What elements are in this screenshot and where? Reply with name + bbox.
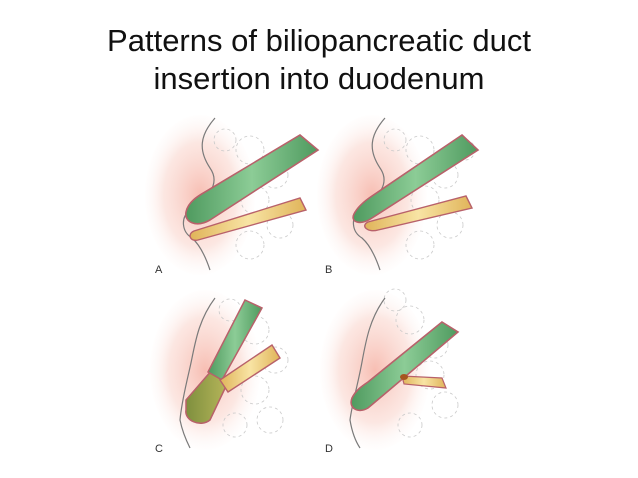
duodenal-wall-outline <box>179 297 216 449</box>
pancreatic-duct <box>219 344 281 393</box>
pancreatic-duct-orifice <box>400 374 408 380</box>
panel-a: A <box>145 115 320 276</box>
panel-label-a: A <box>155 264 163 276</box>
panel-c: C <box>150 290 289 455</box>
slide-title-line-2: insertion into duodenum <box>153 61 485 96</box>
slide-title-line-1: Patterns of biliopancreatic duct <box>107 23 531 58</box>
bile-duct <box>350 321 460 412</box>
bile-duct <box>185 134 320 225</box>
duodenal-wall-glow <box>317 115 427 275</box>
pancreatic-duct <box>401 375 447 389</box>
panel-label-d: D <box>325 443 333 455</box>
common-channel <box>185 368 229 424</box>
duodenal-wall-outline <box>349 297 386 449</box>
bile-duct <box>352 133 480 224</box>
pancreatic-duct <box>364 195 474 232</box>
panel-d: D <box>320 288 460 455</box>
pancreatic-duct <box>189 197 308 242</box>
panel-b: B <box>317 115 480 276</box>
slide-title: Patterns of biliopancreatic duct inserti… <box>0 22 638 98</box>
panel-label-b: B <box>325 264 332 276</box>
duodenal-wall-glow <box>320 290 430 450</box>
panel-label-c: C <box>155 443 163 455</box>
